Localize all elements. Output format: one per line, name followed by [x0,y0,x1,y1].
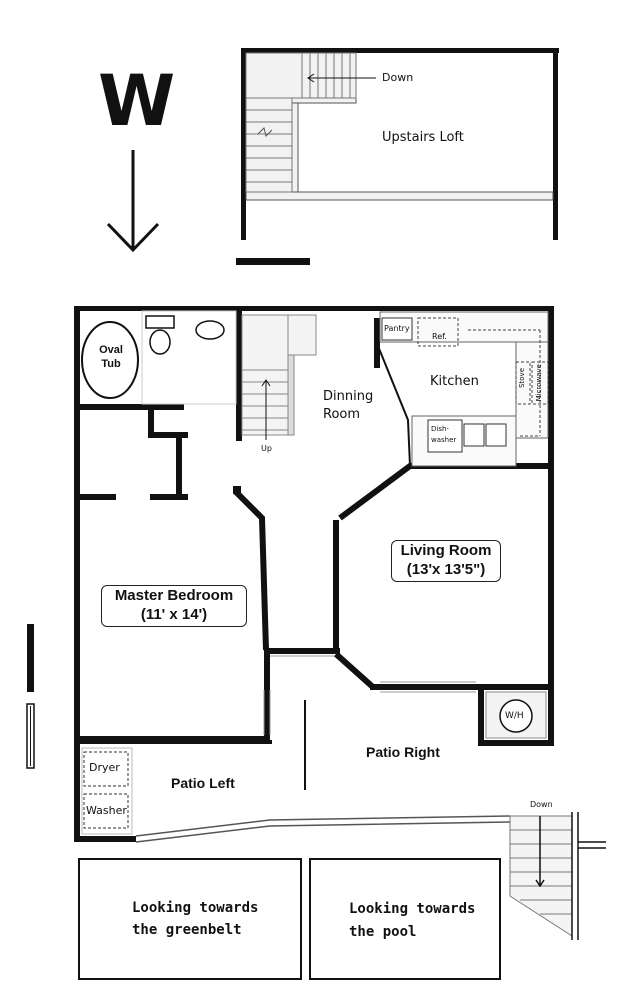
patio-left-label: Patio Left [171,775,235,791]
master-bedroom-label: Master Bedroom (11' x 14') [101,585,247,627]
pool-view-line1: Looking towards [349,901,476,917]
pool-view-line2: the pool [349,924,417,940]
living-room-name: Living Room [400,542,492,559]
loft-walls [241,48,559,240]
greenbelt-view-line1: Looking towards [132,900,259,916]
greenbelt-view-line2: the greenbelt [132,922,242,938]
main-stairs [241,314,317,436]
exterior-stairs [509,815,573,937]
living-room-label: Living Room (13'x 13'5") [391,540,501,582]
loft-stairs [245,52,357,193]
compass-letter: W [98,60,176,142]
stairs-up-label: Up [261,444,272,453]
patio-right-label: Patio Right [366,744,440,760]
dining-label-line2: Room [323,407,361,422]
dishwasher-label-line1: Dish- [431,425,449,433]
master-bedroom-name: Master Bedroom [114,587,234,604]
tub-label-line2: Tub [101,358,121,370]
water-heater-label: W/H [505,711,524,721]
tub-label-line1: Oval [99,344,123,356]
pantry-label: Pantry [384,324,410,333]
stove-label: Stove [518,368,526,388]
compass-arrow-icon [106,150,160,253]
dryer-label: Dryer [89,761,120,774]
ref-label: Ref. [432,332,447,341]
pool-view-box: Looking towards the pool [309,858,501,980]
loft-label: Upstairs Loft [382,130,464,145]
dining-label-line1: Dinning [323,389,374,404]
master-bedroom-size: (11' x 14') [140,605,208,623]
living-room-size: (13'x 13'5") [406,560,486,578]
microwave-label: Microwave [535,364,543,402]
washer-label: Washer [86,804,127,817]
greenbelt-view-box: Looking towards the greenbelt [78,858,302,980]
dishwasher-label-line2: washer [431,436,457,444]
exterior-down-label: Down [530,800,553,809]
main-walls [74,306,554,842]
loft-down-label: Down [382,71,414,84]
kitchen-label: Kitchen [430,374,479,389]
